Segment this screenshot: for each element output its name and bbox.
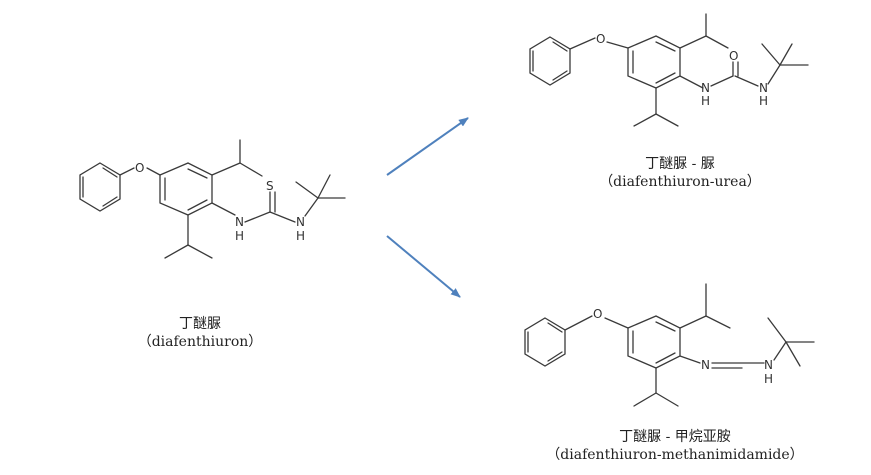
diafenthiuron-urea-structure: O N H O N H bbox=[529, 13, 809, 127]
nh-label: H bbox=[764, 372, 773, 386]
diafenthiuron-methanimidamide-structure: O N N H bbox=[524, 283, 815, 407]
oxygen-label: O bbox=[729, 49, 738, 63]
caption-diafenthiuron-methanimidamide: 丁醚脲 - 甲烷亚胺 （diafenthiuron-methanimidamid… bbox=[540, 428, 810, 464]
nitrogen-label: N bbox=[235, 215, 244, 229]
nitrogen-label: N bbox=[764, 358, 773, 372]
nh-label: H bbox=[701, 94, 710, 108]
nh-label: H bbox=[235, 229, 244, 243]
sulfur-label: S bbox=[266, 179, 274, 193]
compound-name-cn: 丁醚脲 - 脲 bbox=[645, 156, 715, 172]
nitrogen-label: N bbox=[296, 215, 305, 229]
arrow-to-methanimidamide bbox=[386, 235, 461, 298]
compound-name-en: （diafenthiuron-methanimidamide） bbox=[546, 447, 804, 463]
caption-diafenthiuron-urea: 丁醚脲 - 脲 （diafenthiuron-urea） bbox=[580, 155, 780, 191]
diafenthiuron-structure: O N H S N H bbox=[79, 139, 346, 259]
arrow-to-urea bbox=[386, 117, 469, 176]
compound-name-cn: 丁醚脲 - 甲烷亚胺 bbox=[619, 429, 731, 445]
nitrogen-label: N bbox=[701, 358, 710, 372]
oxygen-label: O bbox=[593, 307, 602, 321]
compound-name-en: （diafenthiuron-urea） bbox=[599, 174, 761, 190]
oxygen-label: O bbox=[135, 161, 144, 175]
nh-label: H bbox=[296, 229, 305, 243]
nh-label: H bbox=[759, 94, 768, 108]
compound-name-cn: 丁醚脲 bbox=[179, 316, 221, 332]
nitrogen-label: N bbox=[701, 81, 710, 95]
compound-name-en: （diafenthiuron） bbox=[137, 334, 263, 350]
nitrogen-label: N bbox=[759, 81, 768, 95]
oxygen-label: O bbox=[596, 32, 605, 46]
caption-diafenthiuron: 丁醚脲 （diafenthiuron） bbox=[110, 315, 290, 351]
